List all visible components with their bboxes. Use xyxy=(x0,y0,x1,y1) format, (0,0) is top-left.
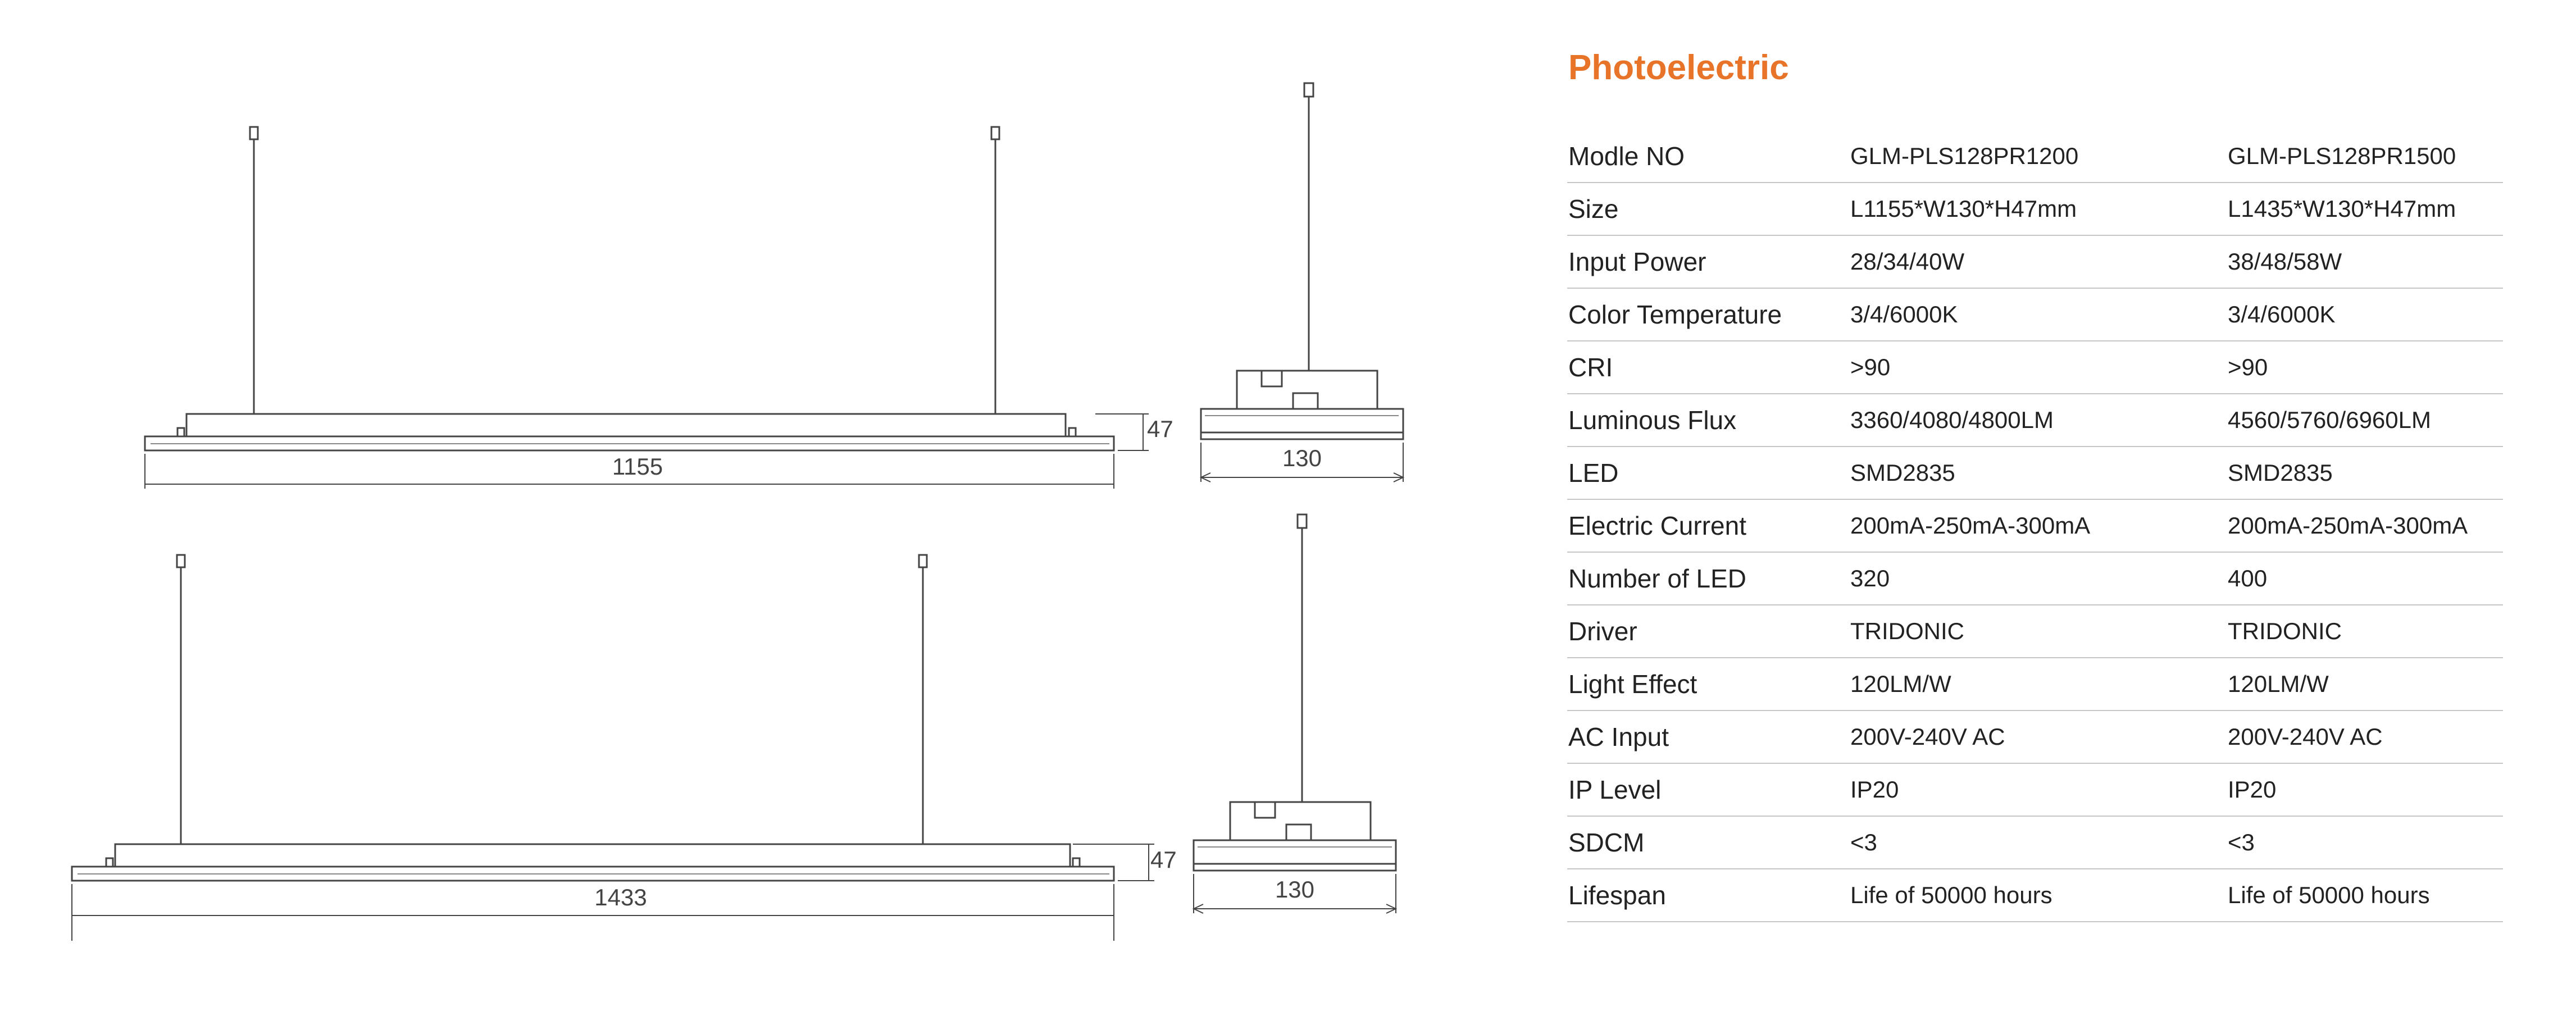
table-row: SDCM<3<3 xyxy=(1567,816,2503,869)
spec-value-1500: L1435*W130*H47mm xyxy=(2227,183,2503,236)
spec-value-1200: 200mA-250mA-300mA xyxy=(1849,499,2227,553)
spec-label: Luminous Flux xyxy=(1567,394,1849,447)
spec-value-1500: 400 xyxy=(2227,552,2503,605)
spec-value-1200: <3 xyxy=(1849,816,2227,869)
spec-value-1500: 3/4/6000K xyxy=(2227,288,2503,341)
bottom-length-label: 1433 xyxy=(594,884,647,910)
spec-label: Light Effect xyxy=(1567,658,1849,711)
spec-label: LED xyxy=(1567,447,1849,500)
spec-value-1200: 320 xyxy=(1849,552,2227,605)
spec-value-1500: TRIDONIC xyxy=(2227,605,2503,658)
top-length-label: 1155 xyxy=(612,453,663,480)
bottom-width-label: 130 xyxy=(1275,876,1314,903)
spec-value-1500: Life of 50000 hours xyxy=(2227,869,2503,922)
spec-label: Number of LED xyxy=(1567,552,1849,605)
spec-value-1200: 3/4/6000K xyxy=(1849,288,2227,341)
spec-value-1200: 28/34/40W xyxy=(1849,235,2227,289)
spec-value-1500: 38/48/58W xyxy=(2227,235,2503,289)
bottom-front-view xyxy=(71,554,1154,941)
spec-value-1200: GLM-PLS128PR1200 xyxy=(1849,130,2227,183)
spec-label: Lifespan xyxy=(1567,869,1849,922)
spec-value-1500: >90 xyxy=(2227,341,2503,394)
top-height-label: 47 xyxy=(1147,416,1173,442)
spec-value-1200: 3360/4080/4800LM xyxy=(1849,394,2227,447)
bottom-side-view xyxy=(1192,513,1398,914)
spec-value-1500: 200V-240V AC xyxy=(2227,710,2503,764)
spec-value-1200: TRIDONIC xyxy=(1849,605,2227,658)
spec-label: AC Input xyxy=(1567,710,1849,764)
spec-value-1200: L1155*W130*H47mm xyxy=(1849,183,2227,236)
technical-drawings: 1155 47 130 1433 47 130 xyxy=(71,82,1405,941)
top-width-label: 130 xyxy=(1282,445,1322,471)
spec-value-1200: SMD2835 xyxy=(1849,447,2227,500)
spec-value-1500: 4560/5760/6960LM xyxy=(2227,394,2503,447)
spec-label: Driver xyxy=(1567,605,1849,658)
spec-value-1500: IP20 xyxy=(2227,763,2503,817)
spec-value-1200: Life of 50000 hours xyxy=(1849,869,2227,922)
spec-value-1500: GLM-PLS128PR1500 xyxy=(2227,130,2503,183)
spec-label: CRI xyxy=(1567,341,1849,394)
spec-value-1200: 200V-240V AC xyxy=(1849,710,2227,764)
spec-label: Electric Current xyxy=(1567,499,1849,553)
top-side-view xyxy=(1199,82,1405,482)
spec-label: Size xyxy=(1567,183,1849,236)
spec-value-1500: SMD2835 xyxy=(2227,447,2503,500)
spec-value-1200: IP20 xyxy=(1849,763,2227,817)
bottom-height-label: 47 xyxy=(1150,846,1177,873)
spec-value-1500: 200mA-250mA-300mA xyxy=(2227,499,2503,553)
spec-label: Modle NO xyxy=(1567,130,1849,183)
spec-value-1200: >90 xyxy=(1849,341,2227,394)
spec-value-1200: 120LM/W xyxy=(1849,658,2227,711)
spec-value-1500: <3 xyxy=(2227,816,2503,869)
top-front-view xyxy=(144,126,1149,489)
spec-title: Photoelectric xyxy=(1568,48,1789,87)
spec-label: Color Temperature xyxy=(1567,288,1849,341)
spec-label: IP Level xyxy=(1567,763,1849,817)
table-row: CRI>90>90 xyxy=(1567,341,2503,394)
spec-label: SDCM xyxy=(1567,816,1849,869)
spec-label: Input Power xyxy=(1567,235,1849,289)
spec-value-1500: 120LM/W xyxy=(2227,658,2503,711)
